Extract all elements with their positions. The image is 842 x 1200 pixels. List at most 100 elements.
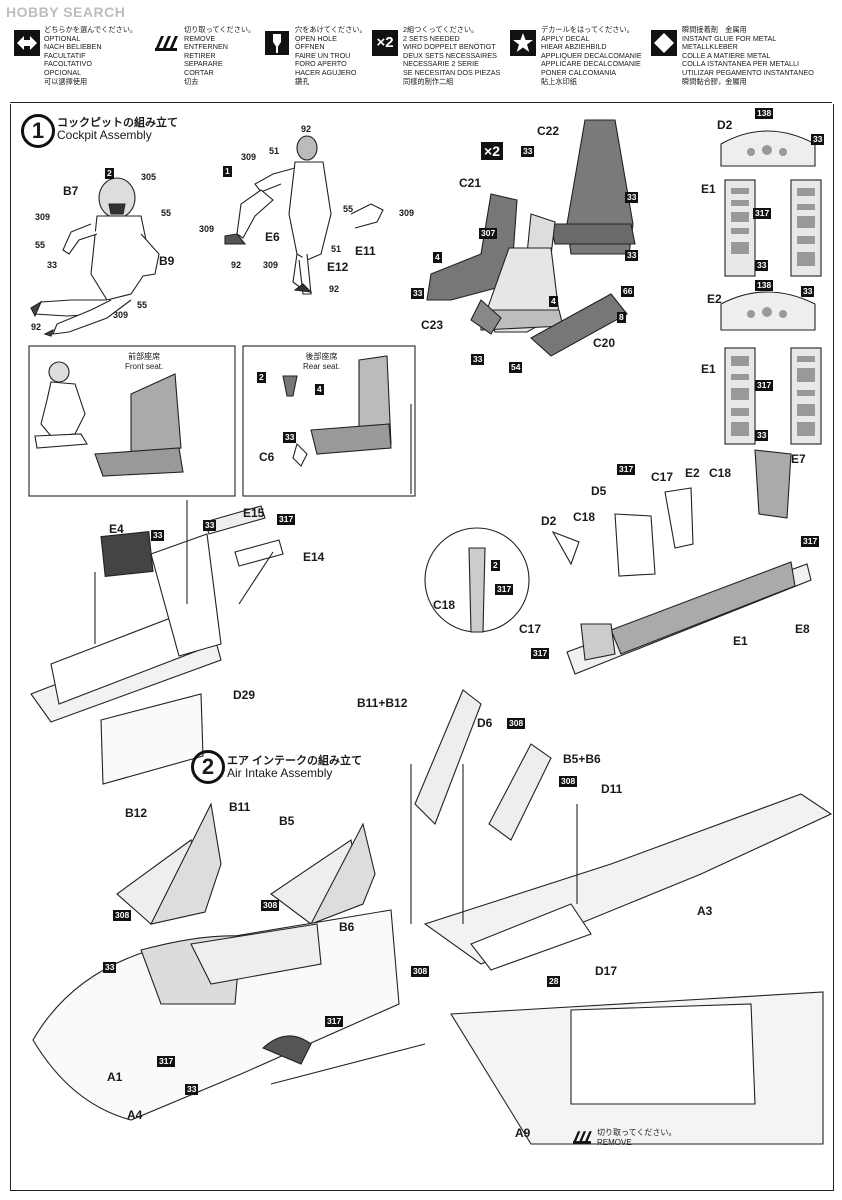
callout-box: 33 [203, 520, 217, 531]
instrument-panels [720, 130, 822, 445]
part-label: B11+B12 [357, 696, 408, 710]
pilot-figure-front [30, 177, 160, 337]
part-label: D29 [233, 688, 256, 702]
callout-box: 4 [433, 252, 442, 263]
part-label: E2 [707, 292, 722, 306]
ejection-seat [426, 119, 636, 357]
part-label: D17 [595, 964, 618, 978]
inset-front-seat [28, 345, 236, 497]
part-label: C17 [519, 622, 542, 636]
callout-number: 92 [329, 284, 340, 294]
part-label: B6 [339, 920, 355, 934]
callout-number: 92 [301, 124, 312, 134]
callout-badge: 138 [755, 108, 774, 119]
part-label: C23 [421, 318, 444, 332]
callout-badge: 138 [755, 280, 774, 291]
callout-box: 2 [105, 168, 114, 179]
callout-number: 33 [47, 260, 58, 270]
callout-box: 317 [755, 380, 774, 391]
callout-box: 33 [801, 286, 815, 297]
part-label: B5+B6 [563, 752, 601, 766]
part-label: E1 [701, 362, 716, 376]
step-1-badge: 1 [21, 114, 55, 148]
callout-box: 2 [257, 372, 266, 383]
callout-box: 4 [315, 384, 324, 395]
callout-number: 309 [113, 310, 129, 320]
legend-divider [10, 102, 832, 103]
part-label: C17 [651, 470, 674, 484]
inset-rear-seat-art [282, 355, 392, 467]
callout-number: 305 [141, 172, 157, 182]
part-label: C22 [537, 124, 560, 138]
part-label: B7 [63, 184, 79, 198]
x2-icon: ×2 [372, 30, 398, 56]
pilot-figure-rear [224, 135, 384, 295]
callout-box: 33 [625, 250, 639, 261]
part-label: E11 [355, 244, 376, 258]
callout-box: 33 [471, 354, 485, 365]
callout-box: 33 [103, 962, 117, 973]
part-label: C18 [433, 598, 456, 612]
part-label: E4 [109, 522, 124, 536]
part-label: B12 [125, 806, 148, 820]
callout-number: 309 [35, 212, 51, 222]
part-label: D11 [601, 782, 623, 796]
callout-box: 33 [755, 430, 769, 441]
callout-number: 55 [343, 204, 354, 214]
callout-number: 55 [161, 208, 172, 218]
cut-off-icon [155, 36, 178, 51]
callout-box: 66 [621, 286, 635, 297]
double-arrow-icon [14, 30, 40, 56]
part-label: B9 [159, 254, 175, 268]
part-label: E14 [303, 550, 325, 564]
drill-hole-icon [265, 31, 289, 55]
watermark: HOBBY SEARCH [6, 4, 126, 20]
callout-number: 309 [199, 224, 215, 234]
callout-box: 33 [625, 192, 639, 203]
part-label: A1 [107, 1070, 123, 1084]
instruction-panel: 1 コックピットの組み立て Cockpit Assembly 2 エア インテー… [10, 104, 834, 1191]
part-label: B5 [279, 814, 295, 828]
callout-number: 51 [269, 146, 280, 156]
part-label: C21 [459, 176, 482, 190]
star-decal-icon [510, 30, 536, 56]
inset-front-seat-art [34, 361, 184, 477]
part-label: B11 [229, 800, 251, 814]
callout-box: 317 [325, 1016, 344, 1027]
step-1-title-en: Cockpit Assembly [57, 128, 152, 142]
part-label: D2 [541, 514, 557, 528]
callout-box: 28 [547, 976, 561, 987]
callout-box: 317 [495, 584, 514, 595]
part-label: A3 [697, 904, 713, 918]
callout-number: 92 [231, 260, 242, 270]
callout-box: 2 [491, 560, 500, 571]
part-label: E7 [791, 452, 806, 466]
x2-badge: ×2 [481, 142, 503, 160]
part-label: A9 [515, 1126, 531, 1140]
callout-number: 309 [241, 152, 257, 162]
part-label: D6 [477, 716, 493, 730]
part-label: E12 [327, 260, 349, 274]
callout-box: 33 [811, 134, 825, 145]
callout-number: 55 [137, 300, 148, 310]
callout-box: 33 [185, 1084, 199, 1095]
step-2-title-en: Air Intake Assembly [227, 766, 333, 780]
callout-box: 308 [113, 910, 132, 921]
part-label: E8 [795, 622, 810, 636]
callout-box: 307 [479, 228, 498, 239]
callout-box: 33 [755, 260, 769, 271]
callout-box: 317 [801, 536, 820, 547]
part-label: E2 [685, 466, 700, 480]
intake-parts [116, 689, 552, 926]
callout-number: 309 [263, 260, 279, 270]
part-label: D5 [591, 484, 607, 498]
part-label: E6 [265, 230, 280, 244]
part-label: C18 [709, 466, 732, 480]
